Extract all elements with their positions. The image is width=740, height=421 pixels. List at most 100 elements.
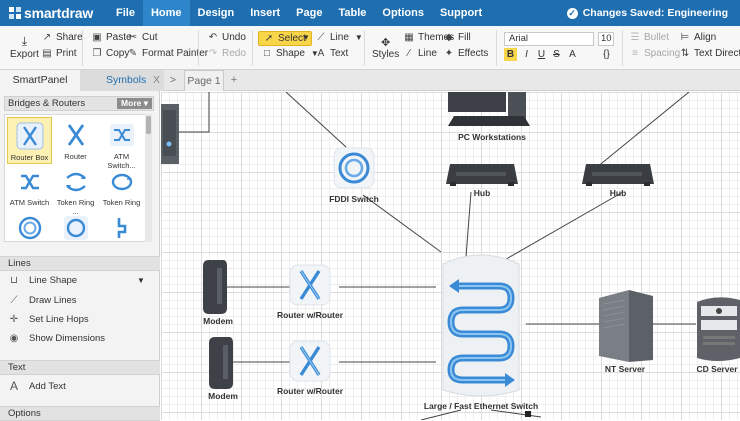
menu-file[interactable]: File xyxy=(116,7,135,19)
redo-button[interactable]: ↷Redo xyxy=(208,48,246,59)
ethernet-switch-icon[interactable] xyxy=(435,250,527,398)
symbol-token-ring[interactable]: Token Ring xyxy=(99,165,144,212)
menu-page[interactable]: Page xyxy=(296,7,323,19)
symbol-router-box[interactable]: Router Box xyxy=(7,117,52,164)
line-shape-item[interactable]: ⊔Line Shape xyxy=(8,275,77,286)
add-page-icon[interactable]: + xyxy=(230,74,238,86)
font-family-select[interactable]: Arial xyxy=(504,32,594,46)
bold-button[interactable]: B xyxy=(504,48,517,61)
cd-server-icon[interactable] xyxy=(697,296,740,362)
label-router-2: Router w/Router xyxy=(276,386,344,396)
strikethrough-button[interactable]: S xyxy=(553,49,560,60)
pc-workstations-icon[interactable] xyxy=(446,92,536,128)
drawing-canvas[interactable]: PC Workstations FDDI Switch Hub Hub Mode… xyxy=(161,92,740,420)
menu-design[interactable]: Design xyxy=(197,7,235,19)
app-logo-text: smartdraw xyxy=(24,5,94,21)
router-icon[interactable] xyxy=(289,340,331,382)
bullet-button[interactable]: ☰Bullet xyxy=(630,32,670,43)
themes-button[interactable]: ▦Themes xyxy=(404,32,454,43)
set-line-hops-item[interactable]: ✛Set Line Hops xyxy=(8,314,89,325)
section-options[interactable]: Options xyxy=(0,406,160,421)
fddi-ring-icon xyxy=(18,216,41,240)
save-status: ✓ Changes Saved: Engineering xyxy=(566,0,728,26)
menu-insert[interactable]: Insert xyxy=(250,7,281,19)
router-icon[interactable] xyxy=(289,264,331,306)
underline-button[interactable]: U xyxy=(537,49,546,60)
selection-handle[interactable] xyxy=(525,411,531,417)
section-lines[interactable]: Lines xyxy=(0,256,160,271)
draw-line-icon: ⟋ xyxy=(10,295,18,306)
copy-icon: ❐ xyxy=(92,48,102,59)
page-nav-arrow[interactable]: > xyxy=(169,74,177,86)
align-button[interactable]: ⊨Align xyxy=(680,32,717,43)
chevron-down-icon: ▼ xyxy=(302,33,310,42)
server-icon[interactable] xyxy=(161,104,181,164)
close-icon[interactable]: X xyxy=(152,74,160,86)
font-color-button[interactable]: A xyxy=(569,49,576,60)
symbol-atm-switch-box[interactable]: ATM Switch... xyxy=(99,117,144,170)
nt-server-icon[interactable] xyxy=(599,290,653,362)
atm-switch-icon xyxy=(20,174,39,190)
ribbon-divider xyxy=(252,30,253,66)
fill-label: Fill xyxy=(458,32,471,43)
cut-button[interactable]: ✂Cut xyxy=(128,32,158,43)
chevron-down-icon[interactable]: ▼ xyxy=(137,276,145,285)
font-size-select[interactable]: 10 xyxy=(598,32,614,46)
menu-options[interactable]: Options xyxy=(382,7,424,19)
undo-button[interactable]: ↶Undo xyxy=(208,32,246,43)
select-tool-button[interactable]: ➚Select xyxy=(258,31,312,46)
select-dropdown[interactable]: ▼ xyxy=(302,33,310,42)
tab-page-1[interactable]: Page 1 xyxy=(184,70,224,91)
share-button[interactable]: ↗Share xyxy=(42,32,83,43)
hub-icon[interactable] xyxy=(582,164,654,186)
tab-smartpanel[interactable]: SmartPanel xyxy=(0,70,80,91)
copy-button[interactable]: ❐Copy xyxy=(92,48,130,59)
line-tool-button[interactable]: ⟋Line▼ xyxy=(316,32,363,43)
symbol-router[interactable]: Router xyxy=(53,117,98,164)
symbol-label: ATM Switch... xyxy=(107,152,136,170)
paste-button[interactable]: ▣Paste xyxy=(92,32,131,43)
line-style-button[interactable]: ⁄Line xyxy=(404,48,437,59)
scissors-icon: ✂ xyxy=(128,32,138,43)
spacing-button[interactable]: ≡Spacing xyxy=(630,48,680,59)
effects-button[interactable]: ✦Effects xyxy=(444,48,489,59)
shape-tool-button[interactable]: □Shape▼ xyxy=(262,48,319,59)
symbol-token-ring-box[interactable]: Token Ring ... xyxy=(53,165,98,216)
italic-button[interactable]: I xyxy=(525,49,528,60)
symbol-fddi-box[interactable] xyxy=(53,211,98,258)
modem-icon[interactable] xyxy=(203,260,227,314)
menu-table[interactable]: Table xyxy=(338,7,367,19)
draw-lines-item[interactable]: ⟋Draw Lines xyxy=(8,295,77,306)
symbol-fddi-ring[interactable] xyxy=(7,211,52,258)
main-menu: File Home Design Insert Page Table Optio… xyxy=(108,0,490,26)
redo-icon: ↷ xyxy=(208,48,218,59)
symbol-sidebar: Bridges & Routers More ▾ Router Box Rout… xyxy=(0,91,160,421)
menu-home[interactable]: Home xyxy=(142,0,190,26)
symbol-grid-scrollbar[interactable] xyxy=(145,114,152,242)
format-painter-button[interactable]: ✎Format Painter xyxy=(128,48,208,59)
format-painter-label: Format Painter xyxy=(142,48,209,59)
show-dimensions-item[interactable]: ◉Show Dimensions xyxy=(8,333,105,344)
symbol-atm-switch[interactable]: ATM Switch xyxy=(7,165,52,212)
modem-icon[interactable] xyxy=(209,337,233,389)
tab-symbols[interactable]: Symbols X xyxy=(80,70,164,91)
print-button[interactable]: ▤Print xyxy=(42,48,76,59)
insert-link-button[interactable]: {} xyxy=(603,49,610,60)
text-direction-button[interactable]: ⇅Text Direction xyxy=(680,48,740,59)
menu-support[interactable]: Support xyxy=(439,7,483,19)
styles-button[interactable]: ✥ Styles xyxy=(372,36,399,60)
more-button[interactable]: More ▾ xyxy=(117,98,152,109)
fill-button[interactable]: ◆Fill xyxy=(444,32,471,43)
hub-icon[interactable] xyxy=(446,164,518,186)
app-logo[interactable]: smartdraw xyxy=(0,5,108,21)
section-text[interactable]: Text xyxy=(0,360,160,375)
text-icon: A xyxy=(9,379,18,393)
export-button[interactable]: ⤓ Export xyxy=(10,34,39,60)
symbol-bridge[interactable] xyxy=(99,211,144,258)
line-hops-icon: ✛ xyxy=(9,314,19,325)
fddi-box-icon xyxy=(63,216,88,240)
fddi-switch-icon[interactable] xyxy=(333,147,375,189)
scrollbar-thumb[interactable] xyxy=(146,116,151,134)
